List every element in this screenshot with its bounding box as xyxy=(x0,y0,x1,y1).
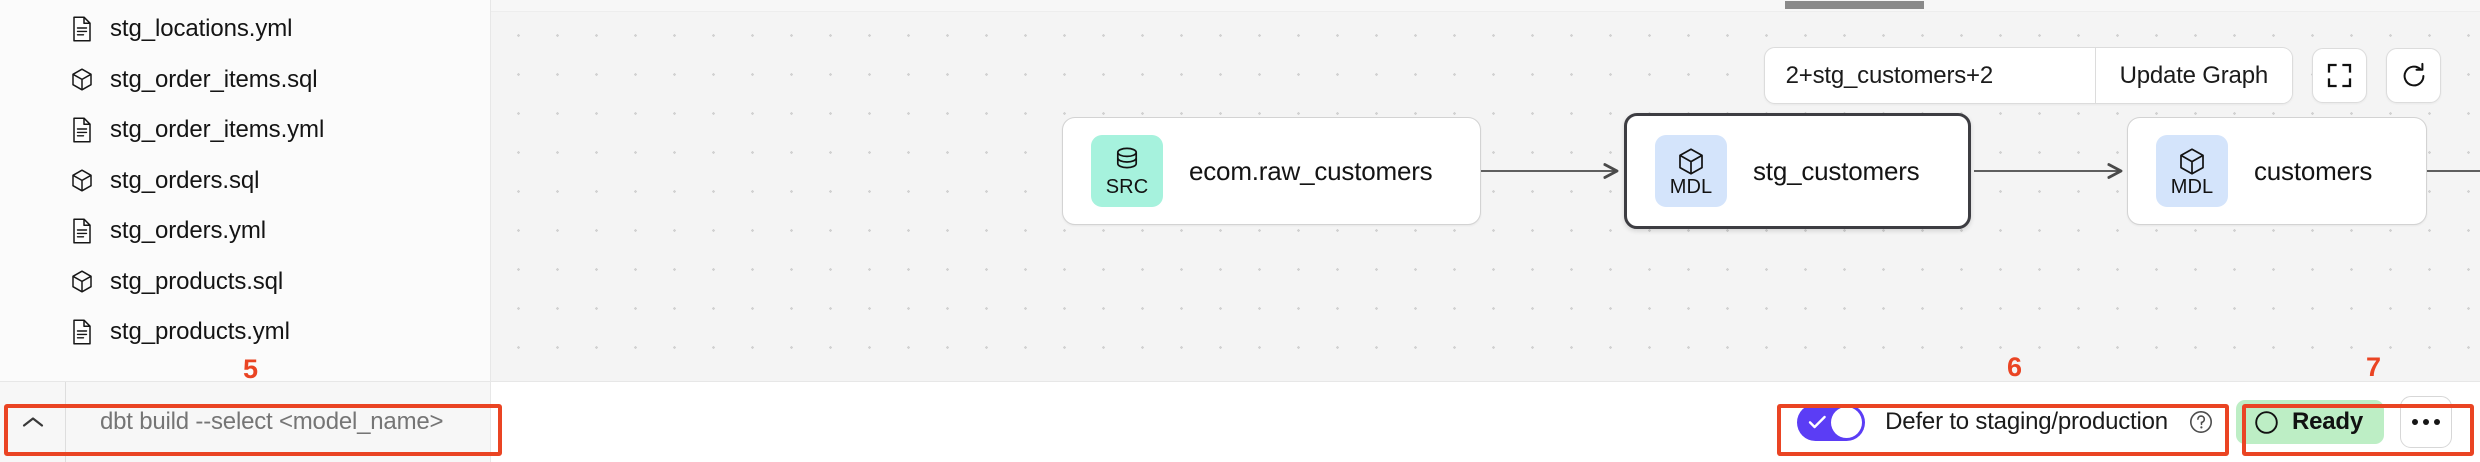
bottom-bar: Defer to staging/production Ready xyxy=(0,381,2480,462)
file-name: stg_order_items.sql xyxy=(110,65,318,93)
lineage-node-model-stg-customers[interactable]: MDL stg_customers xyxy=(1624,113,1971,229)
node-kind-label: MDL xyxy=(2170,175,2214,198)
lineage-node-source[interactable]: SRC ecom.raw_customers xyxy=(1062,117,1481,225)
ready-status: Ready xyxy=(2235,396,2452,449)
file-name: stg_products.yml xyxy=(110,318,290,346)
file-name: stg_orders.sql xyxy=(110,166,260,194)
check-icon xyxy=(1808,414,1827,435)
status-circle-icon xyxy=(2254,410,2279,435)
ellipsis-dot xyxy=(2423,419,2429,426)
ellipsis-dot xyxy=(2434,419,2440,426)
file-name: stg_order_items.yml xyxy=(110,116,325,144)
refresh-icon xyxy=(2403,62,2424,86)
sidebar-divider xyxy=(490,0,491,382)
node-kind-label: SRC xyxy=(1105,175,1149,198)
node-kind-label: MDL xyxy=(1669,175,1713,198)
graph-toolbar: Update Graph xyxy=(1763,47,2441,104)
file-row[interactable]: stg_locations.yml xyxy=(0,4,491,55)
file-row[interactable]: stg_products.sql xyxy=(0,257,491,308)
horizontal-scrollbar[interactable] xyxy=(491,0,2480,12)
yaml-file-icon xyxy=(70,117,94,143)
defer-toggle[interactable] xyxy=(1797,403,1866,441)
node-label: customers xyxy=(2254,155,2373,186)
status-badge[interactable]: Ready xyxy=(2235,400,2384,445)
fullscreen-icon xyxy=(2327,63,2352,88)
chevron-up-icon xyxy=(22,417,43,427)
node-label: ecom.raw_customers xyxy=(1189,155,1433,186)
model-cube-icon xyxy=(70,269,94,295)
more-options-button[interactable] xyxy=(2400,396,2452,449)
mdl-badge: MDL xyxy=(2156,135,2228,207)
lineage-node-model-customers[interactable]: MDL customers xyxy=(2127,117,2427,225)
dbt-command-input[interactable] xyxy=(66,382,490,462)
cube-icon xyxy=(2180,147,2204,175)
file-row[interactable]: stg_order_items.sql xyxy=(0,55,491,106)
mdl-badge: MDL xyxy=(1655,135,1727,207)
toggle-knob xyxy=(1831,406,1863,438)
selector-group: Update Graph xyxy=(1763,47,2293,104)
lineage-edges xyxy=(1481,0,2480,381)
status-bar: Defer to staging/production Ready xyxy=(491,382,2480,462)
lineage-graph-canvas[interactable]: SRC ecom.raw_customers MDL stg_customers… xyxy=(491,0,2480,382)
help-icon[interactable] xyxy=(2188,409,2214,435)
file-row[interactable]: stg_products.yml xyxy=(0,307,491,358)
file-explorer-sidebar[interactable]: stg_locations.yml stg_order_items.sql st… xyxy=(0,0,491,382)
file-row[interactable]: stg_orders.sql xyxy=(0,156,491,207)
ide-main-area: stg_locations.yml stg_order_items.sql st… xyxy=(0,0,2480,382)
cube-icon xyxy=(1679,147,1703,175)
model-cube-icon xyxy=(70,168,94,194)
file-name: stg_products.sql xyxy=(110,267,284,295)
update-graph-button[interactable]: Update Graph xyxy=(2094,48,2292,103)
command-bar-collapse-button[interactable] xyxy=(0,382,66,462)
file-row[interactable]: stg_order_items.yml xyxy=(0,105,491,156)
ellipsis-dot xyxy=(2412,419,2418,426)
src-badge: SRC xyxy=(1091,135,1163,207)
yaml-file-icon xyxy=(70,319,94,345)
yaml-file-icon xyxy=(70,16,94,42)
graph-selector-input[interactable] xyxy=(1764,48,2095,103)
node-label: stg_customers xyxy=(1753,155,1920,186)
file-list: stg_locations.yml stg_order_items.sql st… xyxy=(0,0,491,358)
status-label: Ready xyxy=(2291,408,2363,436)
scrollbar-thumb[interactable] xyxy=(1785,1,1924,9)
file-row[interactable]: stg_orders.yml xyxy=(0,206,491,257)
defer-setting: Defer to staging/production xyxy=(1797,403,2236,441)
database-icon xyxy=(1116,147,1138,168)
command-bar xyxy=(0,382,491,462)
file-name: stg_locations.yml xyxy=(110,15,293,43)
annotation-number-5: 5 xyxy=(243,354,259,384)
yaml-file-icon xyxy=(70,218,94,244)
fullscreen-button[interactable] xyxy=(2312,48,2367,103)
model-cube-icon xyxy=(70,67,94,93)
defer-label: Defer to staging/production xyxy=(1885,408,2168,436)
file-name: stg_orders.yml xyxy=(110,217,266,245)
annotation-number-6: 6 xyxy=(2007,352,2023,382)
refresh-button[interactable] xyxy=(2386,48,2441,103)
annotation-number-7: 7 xyxy=(2366,352,2382,382)
